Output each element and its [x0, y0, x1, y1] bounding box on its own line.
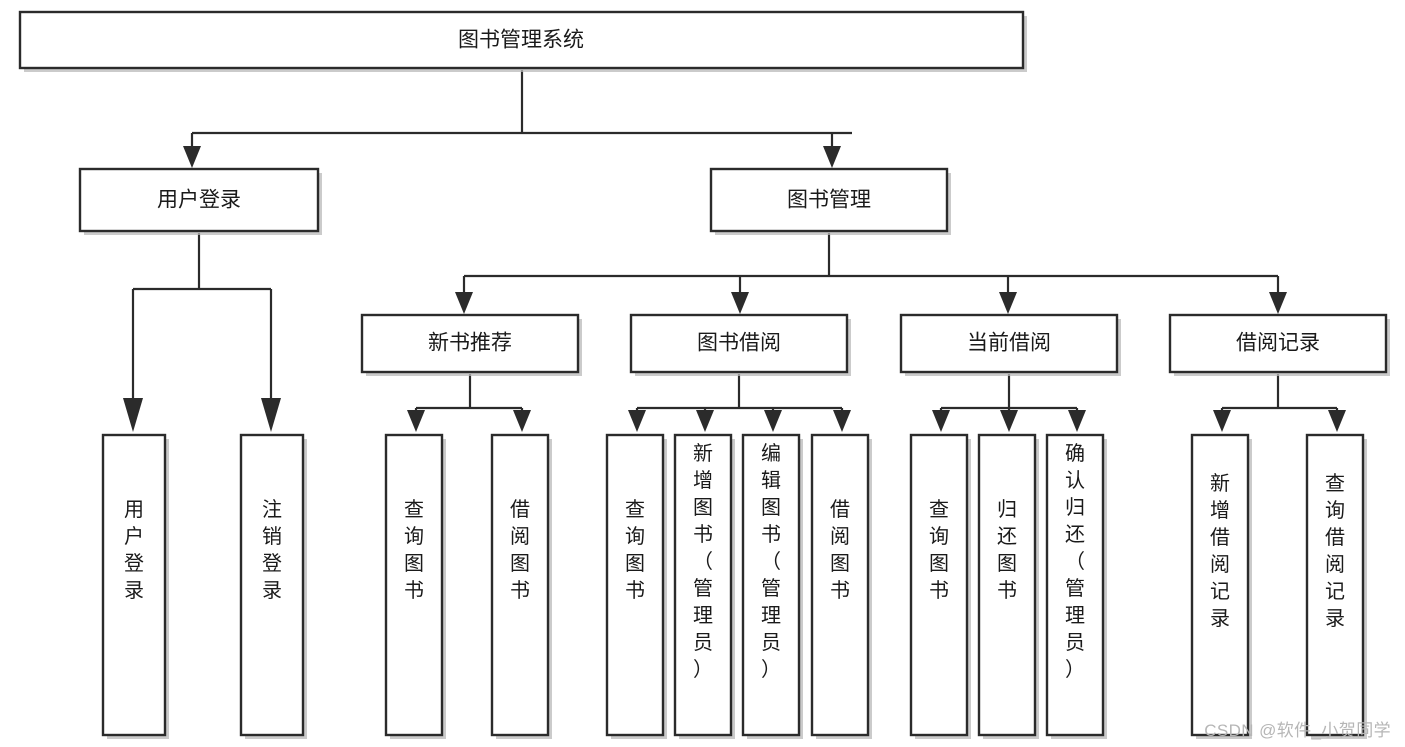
connector-currentborrow-to-leaves: [932, 374, 1086, 432]
book-manage-box[interactable]: [709, 167, 949, 233]
node-user-login[interactable]: 用户登录: [78, 167, 322, 235]
connector-bookmanage-to-level3: [455, 233, 1287, 314]
leaf-logout-login-label: 注销登录: [262, 498, 282, 602]
connector-layer: [123, 70, 1346, 432]
leaf-query-record-box[interactable]: [1305, 433, 1365, 737]
user-login-box[interactable]: [78, 167, 320, 233]
node-new-book-recommend[interactable]: 新书推荐: [360, 313, 582, 376]
node-leaf-return-book[interactable]: 归还图书: [977, 433, 1039, 739]
node-leaf-query-book-3[interactable]: 查询图书: [909, 433, 971, 739]
current-borrow-label: 当前借阅: [967, 332, 1051, 355]
user-login-label: 用户登录: [157, 189, 241, 212]
node-leaf-confirm-return[interactable]: 确认归还（管理员）: [1045, 433, 1107, 739]
leaf-query-book-2-box[interactable]: [605, 433, 665, 737]
leaf-borrow-book-2-box[interactable]: [810, 433, 870, 737]
book-borrow-box[interactable]: [629, 313, 849, 374]
node-leaf-borrow-book-2[interactable]: 借阅图书: [810, 433, 872, 739]
leaf-query-book-2-label: 查询图书: [625, 498, 645, 602]
node-leaf-query-record[interactable]: 查询借阅记录: [1305, 433, 1367, 739]
node-leaf-add-book[interactable]: 新增图书（管理员）: [673, 433, 735, 739]
leaf-add-record-label: 新增借阅记录: [1210, 472, 1230, 630]
leaf-nodes-layer: 用户登录 注销登录 查询图书 借阅图书 查询图书: [101, 433, 1367, 739]
borrow-record-label: 借阅记录: [1236, 332, 1320, 355]
book-manage-label: 图书管理: [787, 189, 871, 212]
node-book-borrow[interactable]: 图书借阅: [629, 313, 851, 376]
node-borrow-record[interactable]: 借阅记录: [1168, 313, 1390, 376]
leaf-return-book-label: 归还图书: [997, 498, 1017, 602]
book-borrow-label: 图书借阅: [697, 332, 781, 355]
connector-root-to-level2: [183, 70, 852, 168]
new-book-recommend-label: 新书推荐: [428, 332, 512, 355]
leaf-user-login-box[interactable]: [101, 433, 167, 737]
borrow-record-box[interactable]: [1168, 313, 1388, 374]
leaf-borrow-book-1-label: 借阅图书: [510, 498, 530, 602]
leaf-edit-book-box[interactable]: [741, 433, 801, 737]
leaf-logout-login-box[interactable]: [239, 433, 305, 737]
node-leaf-logout-login[interactable]: 注销登录: [239, 433, 307, 739]
leaf-borrow-book-1-box[interactable]: [490, 433, 550, 737]
node-leaf-query-book-2[interactable]: 查询图书: [605, 433, 667, 739]
leaf-query-book-3-box[interactable]: [909, 433, 969, 737]
current-borrow-box[interactable]: [899, 313, 1119, 374]
node-book-manage[interactable]: 图书管理: [709, 167, 951, 235]
connector-bookborrow-to-leaves: [628, 374, 851, 432]
new-book-recommend-box[interactable]: [360, 313, 580, 374]
node-current-borrow[interactable]: 当前借阅: [899, 313, 1121, 376]
leaf-add-record-box[interactable]: [1190, 433, 1250, 737]
leaf-return-book-box[interactable]: [977, 433, 1037, 737]
leaf-borrow-book-2-label: 借阅图书: [830, 498, 850, 602]
root-box[interactable]: [18, 10, 1025, 70]
leaf-confirm-return-box[interactable]: [1045, 433, 1105, 737]
node-leaf-add-record[interactable]: 新增借阅记录: [1190, 433, 1252, 739]
csdn-watermark: CSDN @软件_小贺同学: [1204, 721, 1391, 740]
connector-userlogin-to-leaves: [123, 233, 281, 432]
leaf-query-book-3-label: 查询图书: [929, 498, 949, 602]
leaf-query-book-1-label: 查询图书: [404, 498, 424, 602]
leaf-add-book-label: 新增图书（管理员）: [693, 442, 713, 681]
leaf-add-book-box[interactable]: [673, 433, 733, 737]
node-leaf-borrow-book-1[interactable]: 借阅图书: [490, 433, 552, 739]
leaf-query-record-label: 查询借阅记录: [1325, 472, 1345, 630]
node-leaf-edit-book[interactable]: 编辑图书（管理员）: [741, 433, 803, 739]
leaf-edit-book-label: 编辑图书（管理员）: [761, 442, 781, 681]
leaf-query-book-1-box[interactable]: [384, 433, 444, 737]
root-label: 图书管理系统: [458, 29, 584, 52]
node-leaf-query-book-1[interactable]: 查询图书: [384, 433, 446, 739]
node-leaf-user-login[interactable]: 用户登录: [101, 433, 169, 739]
node-root[interactable]: 图书管理系统: [18, 10, 1027, 72]
connector-newbook-to-leaves: [407, 374, 531, 432]
leaf-confirm-return-label: 确认归还（管理员）: [1065, 442, 1085, 681]
connector-borrowrecord-to-leaves: [1213, 374, 1346, 432]
leaf-user-login-label: 用户登录: [124, 499, 144, 602]
